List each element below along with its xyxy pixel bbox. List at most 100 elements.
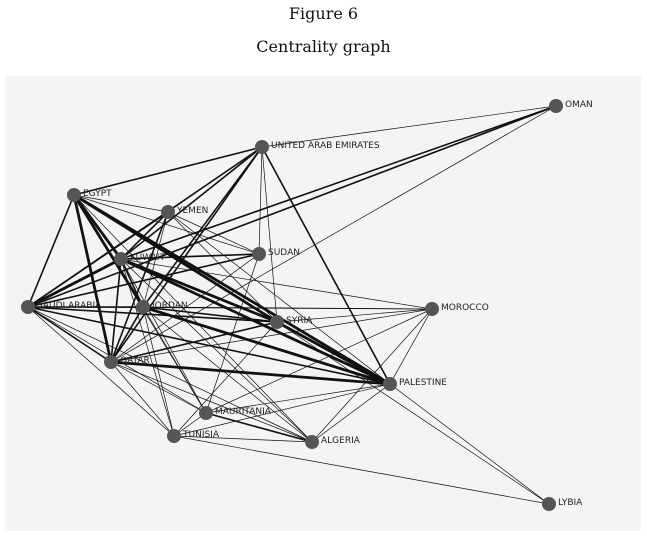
node-saudi[interactable]: SAUDI ARABIA <box>21 300 102 314</box>
node-circle[interactable] <box>425 302 439 316</box>
edge-morocco-palestine <box>389 308 433 385</box>
edge-kuwait-morocco <box>120 258 433 310</box>
node-label: MAURITANIA <box>215 407 272 417</box>
edge-uae-qatar <box>110 146 263 363</box>
edge-kuwait-tunisia <box>120 258 175 437</box>
node-circle[interactable] <box>21 300 35 314</box>
node-label: YEMEN <box>176 206 208 216</box>
node-qatar[interactable]: QATAR <box>104 355 150 369</box>
edge-yemen-kuwait <box>120 211 169 260</box>
edge-saudi-qatar <box>27 306 112 363</box>
node-lybia[interactable]: LYBIA <box>542 497 583 511</box>
node-label: OMAN <box>565 100 593 110</box>
edge-syria-morocco <box>276 308 433 323</box>
node-label: EGYPT <box>83 189 112 199</box>
edge-uae-palestine <box>261 146 391 385</box>
edge-kuwait-qatar <box>110 258 122 363</box>
edge-uae-egypt <box>73 146 263 196</box>
node-palestine[interactable]: PALESTINE <box>383 377 447 391</box>
edge-oman-uae <box>261 105 557 148</box>
edge-saudi-algeria <box>27 306 313 443</box>
edge-uae-jordan <box>142 146 263 308</box>
node-oman[interactable]: OMAN <box>549 99 593 113</box>
node-circle[interactable] <box>161 205 175 219</box>
edge-uae-syria <box>261 146 278 323</box>
node-circle[interactable] <box>305 435 319 449</box>
node-kuwait[interactable]: KUWAIT <box>114 252 165 266</box>
node-syria[interactable]: SYRIA <box>270 315 313 329</box>
node-circle[interactable] <box>104 355 118 369</box>
edge-kuwait-syria <box>120 257 278 324</box>
node-label: JORDAN <box>151 301 188 311</box>
edge-egypt-algeria <box>73 194 313 443</box>
node-label: ALGERIA <box>321 436 361 446</box>
edge-jordan-qatar <box>110 306 144 363</box>
edge-morocco-mauritania <box>205 308 433 414</box>
edge-yemen-saudi <box>27 211 169 308</box>
node-label: QATAR <box>120 356 150 366</box>
edges-layer <box>27 105 557 505</box>
edge-qatar-palestine <box>110 360 391 386</box>
edge-palestine-lybia <box>389 383 550 505</box>
edge-palestine-algeria <box>311 383 391 443</box>
edge-morocco-algeria <box>311 308 433 443</box>
node-circle[interactable] <box>252 247 266 261</box>
figure-caption: Centrality graph <box>256 37 391 56</box>
edge-tunisia-algeria <box>173 435 313 443</box>
node-circle[interactable] <box>270 315 284 329</box>
edge-egypt-sudan <box>73 194 260 255</box>
edge-yemen-qatar <box>110 211 169 363</box>
edge-kuwait-saudi <box>27 257 122 309</box>
edge-jordan-morocco <box>142 306 433 310</box>
node-yemen[interactable]: YEMEN <box>161 205 208 219</box>
edge-egypt-qatar <box>72 194 113 363</box>
edge-palestine-mauritania <box>205 383 391 414</box>
node-label: SYRIA <box>286 316 313 326</box>
edge-oman-kuwait <box>120 105 557 260</box>
network-graph-panel: OMAN UNITED ARAB EMIRATES EGYPT YEMEN SUDAN K… <box>5 76 641 531</box>
node-algeria[interactable]: ALGERIA <box>305 435 361 449</box>
edge-yemen-jordan <box>142 211 169 308</box>
node-egypt[interactable]: EGYPT <box>67 188 112 202</box>
node-circle[interactable] <box>136 300 150 314</box>
edge-qatar-algeria <box>110 361 313 443</box>
edge-qatar-mauritania <box>110 361 207 414</box>
node-mauritania[interactable]: MAURITANIA <box>199 406 272 420</box>
edge-palestine-tunisia <box>173 383 391 437</box>
node-circle[interactable] <box>383 377 397 391</box>
edge-yemen-syria <box>167 211 278 323</box>
edge-yemen-palestine <box>167 211 391 385</box>
edge-syria-lybia <box>276 321 550 505</box>
node-jordan[interactable]: JORDAN <box>136 300 188 314</box>
node-circle[interactable] <box>255 140 269 154</box>
node-tunisia[interactable]: TUNISIA <box>167 429 220 443</box>
node-label: MOROCCO <box>441 303 489 313</box>
network-graph: OMAN UNITED ARAB EMIRATES EGYPT YEMEN SUDAN K… <box>21 99 593 511</box>
edge-kuwait-jordan <box>120 258 144 308</box>
edge-saudi-tunisia <box>27 306 175 437</box>
node-label: LYBIA <box>558 498 583 508</box>
edge-egypt-yemen <box>73 194 169 213</box>
edge-jordan-algeria <box>142 306 313 443</box>
node-sudan[interactable]: SUDAN <box>252 247 300 261</box>
edge-uae-sudan <box>258 146 263 255</box>
edge-sudan-kuwait <box>120 253 260 260</box>
node-circle[interactable] <box>549 99 563 113</box>
node-uae[interactable]: UNITED ARAB EMIRATES <box>255 140 380 154</box>
node-circle[interactable] <box>199 406 213 420</box>
edge-jordan-tunisia <box>142 306 175 437</box>
node-circle[interactable] <box>542 497 556 511</box>
edge-jordan-syria <box>142 306 278 323</box>
node-circle[interactable] <box>67 188 81 202</box>
node-morocco[interactable]: MOROCCO <box>425 302 489 316</box>
nodes-layer: OMAN UNITED ARAB EMIRATES EGYPT YEMEN SUDAN K… <box>21 99 593 511</box>
node-circle[interactable] <box>114 252 128 266</box>
edge-oman-saudi <box>27 105 557 308</box>
figure-number: Figure 6 <box>288 4 359 23</box>
edge-kuwait-algeria <box>120 258 313 443</box>
edge-syria-tunisia <box>173 321 278 437</box>
edge-qatar-tunisia <box>110 361 175 437</box>
edge-syria-palestine <box>276 320 391 386</box>
node-label: UNITED ARAB EMIRATES <box>271 141 380 151</box>
node-circle[interactable] <box>167 429 181 443</box>
